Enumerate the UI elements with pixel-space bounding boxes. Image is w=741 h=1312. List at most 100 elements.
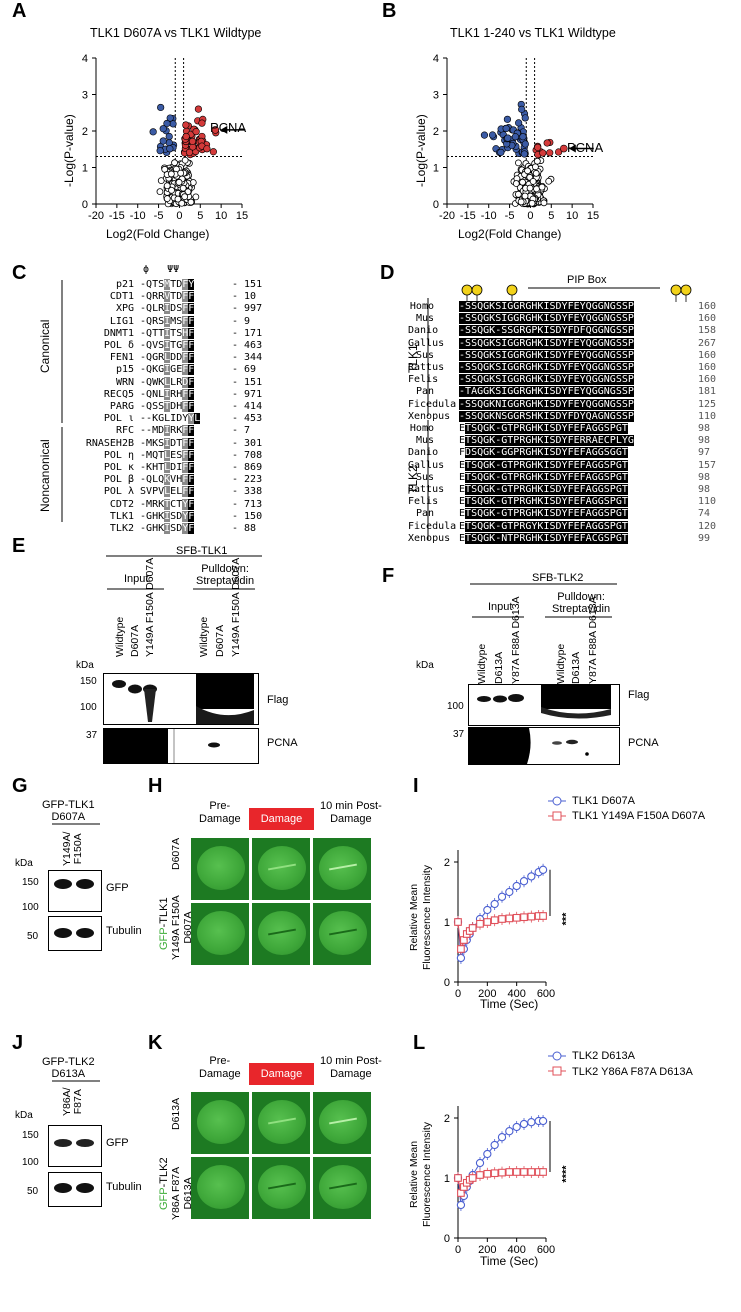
alignment-d-num: 267 <box>698 337 717 349</box>
data-point <box>520 913 528 922</box>
blot-j-kda: kDa <box>15 1110 33 1121</box>
alignment-d-species-name: Gallus <box>408 459 445 471</box>
alignment-c-seq: --KGLIDYYL <box>140 413 201 425</box>
data-point <box>505 887 514 897</box>
blot-j-bracket <box>52 1080 100 1082</box>
data-point-down <box>488 131 497 139</box>
kinetics-l-legend-1: TLK2 D613A <box>572 1050 635 1062</box>
data-point-up <box>209 148 217 156</box>
kinetics-l-sig: **** <box>560 1165 573 1183</box>
data-point <box>175 178 183 186</box>
blot-j-gfp-panel <box>48 1125 102 1167</box>
alignment-d-num: 98 <box>698 471 711 483</box>
x-tick-label: 600 <box>537 1244 555 1256</box>
data-point-down <box>511 133 519 141</box>
micro-cell <box>313 838 371 900</box>
data-point <box>538 183 546 191</box>
data-point-up <box>198 119 206 127</box>
alignment-d-num: 99 <box>698 532 711 544</box>
kinetics-l-xlabel: Time (Sec) <box>480 1254 539 1268</box>
y-tick-label: 2 <box>82 126 88 138</box>
y-tick-label: 2 <box>444 1113 450 1125</box>
micro-k-col-damage: Damage <box>249 1063 314 1085</box>
legend-marker <box>552 811 562 821</box>
blot-g-marker-50: 50 <box>27 931 39 942</box>
x-tick-label: 5 <box>548 210 554 222</box>
pcna-arrowhead <box>568 144 576 153</box>
blot-g-tubulin-label: Tubulin <box>106 925 142 937</box>
panel-label-g: G <box>12 775 28 797</box>
data-point <box>527 872 536 881</box>
alignment-c-num: - 223 <box>232 474 263 486</box>
alignment-d-species-name: Felis <box>408 374 439 386</box>
data-point <box>524 167 531 175</box>
alignment-c-num: - 7 <box>232 425 251 437</box>
micro-cell <box>191 838 249 900</box>
alignment-c-num: - 151 <box>232 279 263 290</box>
data-point-down <box>159 125 167 133</box>
alignment-d-species-name: Pan <box>415 386 434 398</box>
pcna-point <box>211 126 220 134</box>
data-point-down <box>163 119 171 128</box>
data-point-down <box>165 132 173 141</box>
alignment-d-num: 74 <box>698 508 711 520</box>
alignment-d-num: 160 <box>698 362 717 374</box>
data-point <box>519 1119 529 1129</box>
legend-marker <box>552 1066 562 1076</box>
alignment-d-pip-label: PIP Box <box>567 274 607 286</box>
alignment-d-num: 160 <box>698 349 717 361</box>
data-point <box>538 865 548 874</box>
blot-j-tubulin-label: Tubulin <box>106 1181 142 1193</box>
alignment-d-species-name: Sus <box>415 349 434 361</box>
data-point <box>528 199 536 207</box>
alignment-c-num: - 171 <box>232 327 263 339</box>
x-tick-label: 0 <box>176 210 182 222</box>
blot-j-construct: GFP-TLK2 D613A <box>42 1056 95 1080</box>
blot-f-kda: kDa <box>416 660 434 671</box>
kinetics-i-xlabel: Time (Sec) <box>480 997 539 1011</box>
volcano-b-xlabel: Log2(Fold Change) <box>458 227 562 241</box>
data-point-down <box>504 134 512 142</box>
data-point <box>529 177 537 185</box>
data-point <box>178 199 186 207</box>
data-point-up <box>182 132 190 141</box>
alignment-c-num: - 10 <box>232 291 257 303</box>
kinetics-l-legend-2: TLK2 Y86A F87A D613A <box>572 1066 693 1078</box>
y-tick-label: 1 <box>433 163 439 175</box>
pcna-arrowhead <box>220 125 228 134</box>
alignment-d-seq: ETSQGK-NTPRGHKISDYFEFACGSPGT <box>459 532 628 544</box>
alignment-c-name: RNASEH2B <box>85 437 134 449</box>
alignment-d-seq: ETSQGK-GTPRGYKISDYFEFAGGSPGT <box>459 520 628 532</box>
alignment-d-seq: ETSQGK-GTPRGHKISDYFEFAGGSPGT <box>459 508 628 520</box>
blot-g-kda: kDa <box>15 858 33 869</box>
alignment-c-seq: -QKGIGEFF <box>140 364 195 376</box>
data-point <box>468 1174 477 1182</box>
data-point-up <box>188 137 197 145</box>
nucleus <box>197 846 245 890</box>
data-point <box>519 877 529 886</box>
y-tick-label: 1 <box>444 1173 450 1185</box>
data-point <box>456 953 466 963</box>
data-point <box>490 899 499 909</box>
alignment-c-num: - 9 <box>232 315 251 327</box>
alignment-d-species-name: Mus <box>415 313 434 325</box>
blot-f-pcna-panel <box>468 727 620 765</box>
alignment-c-numbers: - 151- 10- 997- 9- 171- 463- 344- 69- 15… <box>232 279 262 535</box>
data-point-down <box>515 119 523 127</box>
legend-marker <box>552 1051 562 1061</box>
blot-j-tubulin-panel <box>48 1172 102 1207</box>
alignment-d-species-name: Felis <box>408 496 439 508</box>
data-point <box>454 1174 462 1182</box>
x-tick-label: 200 <box>478 988 496 1000</box>
blot-e-marker-37: 37 <box>86 730 98 741</box>
alignment-c-num: - 463 <box>232 340 263 352</box>
alignment-c-seq: -QLQKVHFF <box>140 474 195 486</box>
data-point <box>526 184 534 192</box>
alignment-c-name: WRN <box>115 376 134 388</box>
data-point <box>505 1127 514 1136</box>
x-tick-label: -20 <box>439 210 455 222</box>
blot-f-construct: SFB-TLK2 <box>532 572 584 584</box>
